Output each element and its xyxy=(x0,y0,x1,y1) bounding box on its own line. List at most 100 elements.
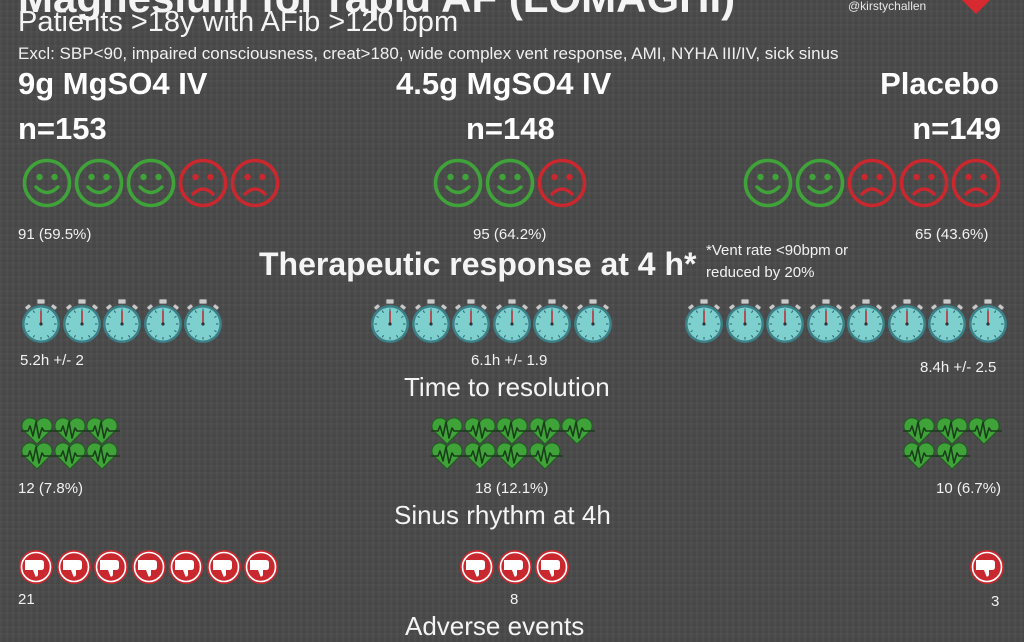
frown-icon xyxy=(899,158,949,208)
time-watches-placebo xyxy=(684,296,1008,344)
arm-name-9g: 9g MgSO4 IV xyxy=(18,66,208,101)
heartbeat-heart-icon xyxy=(560,416,596,446)
time-stat-9g: 5.2h +/- 2 xyxy=(20,352,84,369)
author-handle: @kirstychallen xyxy=(848,0,927,13)
time-section-title: Time to resolution xyxy=(404,372,610,402)
arm-n-4-5g: n=148 xyxy=(466,111,555,146)
stopwatch-icon xyxy=(725,296,765,344)
thumbs-down-icon xyxy=(93,549,129,585)
stopwatch-icon xyxy=(806,296,846,344)
heartbeat-heart-icon xyxy=(430,441,466,471)
stopwatch-icon xyxy=(765,296,805,344)
response-section-title: Therapeutic response at 4 h* xyxy=(259,246,697,282)
stopwatch-icon xyxy=(143,296,183,344)
thumbs-down-icon xyxy=(497,549,533,585)
smiley-icon xyxy=(22,158,72,208)
heartbeat-heart-icon xyxy=(463,441,499,471)
stopwatch-icon xyxy=(573,296,613,344)
frown-icon xyxy=(847,158,897,208)
stopwatch-icon xyxy=(684,296,724,344)
heartbeat-heart-icon xyxy=(528,441,564,471)
stopwatch-icon xyxy=(451,296,491,344)
heartbeat-heart-icon xyxy=(430,416,466,446)
frown-icon xyxy=(178,158,228,208)
adverse-stat-4-5g: 8 xyxy=(510,591,519,608)
thumbs-down-icon xyxy=(534,549,570,585)
heartbeat-heart-icon xyxy=(53,441,89,471)
smiley-icon xyxy=(485,158,535,208)
stopwatch-icon xyxy=(492,296,532,344)
heartbeat-heart-icon xyxy=(967,416,1003,446)
heartbeat-heart-icon xyxy=(20,416,56,446)
stopwatch-icon xyxy=(968,296,1008,344)
response-faces-placebo xyxy=(743,158,1003,208)
adverse-stat-9g: 21 xyxy=(18,591,35,608)
sinus-stat-9g: 12 (7.8%) xyxy=(18,480,84,497)
thumbs-down-icon xyxy=(131,549,167,585)
stopwatch-icon xyxy=(887,296,927,344)
stopwatch-icon xyxy=(411,296,451,344)
adverse-icons-9g xyxy=(18,549,281,585)
heartbeat-heart-icon xyxy=(528,416,564,446)
population-subtitle: Patients >18y with AFib >120 bpm xyxy=(18,6,459,38)
thumbs-down-icon xyxy=(243,549,279,585)
response-footnote: *Vent rate <90bpm or reduced by 20% xyxy=(706,242,849,281)
sinus-stat-placebo: 10 (6.7%) xyxy=(936,480,1002,497)
heartbeat-heart-icon xyxy=(935,416,971,446)
thumbs-down-icon xyxy=(56,549,92,585)
arm-name-placebo: Placebo xyxy=(880,66,999,101)
stopwatch-icon xyxy=(21,296,61,344)
stopwatch-icon xyxy=(927,296,967,344)
thumbs-down-icon xyxy=(459,549,495,585)
stopwatch-icon xyxy=(62,296,102,344)
smiley-icon xyxy=(795,158,845,208)
smiley-icon xyxy=(433,158,483,208)
arm-n-9g: n=153 xyxy=(18,111,107,146)
time-watches-9g xyxy=(21,296,224,344)
stopwatch-icon xyxy=(370,296,410,344)
heartbeat-heart-icon xyxy=(85,441,121,471)
response-faces-4-5g xyxy=(433,158,589,208)
smiley-icon xyxy=(126,158,176,208)
heartbeat-heart-icon xyxy=(495,441,531,471)
heartbeat-heart-icon xyxy=(53,416,89,446)
heartbeat-heart-icon xyxy=(902,416,938,446)
response-faces-9g xyxy=(22,158,282,208)
infographic-title: Magnesium for rapid AF (LOMAGHI) xyxy=(18,0,735,22)
smiley-icon xyxy=(743,158,793,208)
arm-name-4-5g: 4.5g MgSO4 IV xyxy=(396,66,612,101)
time-stat-4-5g: 6.1h +/- 1.9 xyxy=(471,352,548,369)
arm-n-placebo: n=149 xyxy=(912,111,1001,146)
heart-logo-icon xyxy=(954,0,998,16)
thumbs-down-icon xyxy=(18,549,54,585)
time-stat-placebo: 8.4h +/- 2.5 xyxy=(920,359,997,376)
frown-icon xyxy=(537,158,587,208)
heartbeat-heart-icon xyxy=(463,416,499,446)
frown-icon xyxy=(951,158,1001,208)
response-stat-9g: 91 (59.5%) xyxy=(18,226,92,243)
frown-icon xyxy=(230,158,280,208)
response-stat-placebo: 65 (43.6%) xyxy=(915,226,989,243)
time-watches-4-5g xyxy=(370,296,613,344)
heartbeat-heart-icon xyxy=(85,416,121,446)
adverse-icons-placebo xyxy=(969,549,1007,585)
heartbeat-heart-icon xyxy=(935,441,971,471)
exclusion-criteria: Excl: SBP<90, impaired consciousness, cr… xyxy=(18,44,839,63)
thumbs-down-icon xyxy=(168,549,204,585)
thumbs-down-icon xyxy=(206,549,242,585)
adverse-section-title: Adverse events xyxy=(405,611,585,641)
adverse-icons-4-5g xyxy=(459,549,572,585)
heartbeat-heart-icon xyxy=(495,416,531,446)
heartbeat-heart-icon xyxy=(902,441,938,471)
stopwatch-icon xyxy=(532,296,572,344)
sinus-section-title: Sinus rhythm at 4h xyxy=(394,500,611,530)
stopwatch-icon xyxy=(102,296,142,344)
stopwatch-icon xyxy=(183,296,223,344)
thumbs-down-icon xyxy=(969,549,1005,585)
response-stat-4-5g: 95 (64.2%) xyxy=(473,226,547,243)
smiley-icon xyxy=(74,158,124,208)
heartbeat-heart-icon xyxy=(20,441,56,471)
sinus-stat-4-5g: 18 (12.1%) xyxy=(475,480,549,497)
stopwatch-icon xyxy=(846,296,886,344)
adverse-stat-placebo: 3 xyxy=(991,593,1000,610)
